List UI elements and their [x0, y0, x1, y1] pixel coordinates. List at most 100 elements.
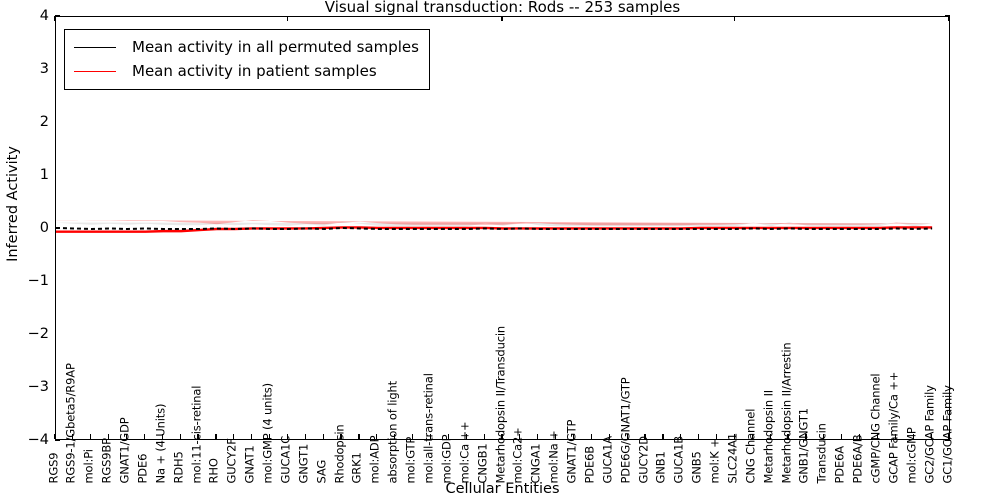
- x-axis-tick-mark: [179, 434, 181, 439]
- x-axis-tick-mark: [304, 434, 306, 439]
- x-axis-tick-mark: [286, 434, 289, 439]
- x-axis-tick-mark: [912, 434, 914, 439]
- x-axis-tick-mark: [429, 434, 432, 439]
- x-axis-tick-mark-top: [501, 16, 503, 21]
- x-axis-tick-mark: [698, 434, 700, 439]
- x-axis-tick-label: Transducin: [814, 422, 829, 483]
- x-axis-tick-label: cGMP/CNG Channel: [868, 373, 883, 483]
- series-svg: [56, 219, 933, 233]
- x-axis-tick-mark: [412, 434, 414, 439]
- x-axis-tick-label: GC2/GCAP Family: [922, 384, 937, 483]
- x-axis-tick-label: mol:GTP: [403, 436, 418, 483]
- x-axis-tick-label: PDE6B: [582, 445, 597, 483]
- x-axis-tick-label: GUCY2F: [224, 437, 239, 483]
- x-axis-tick-label: mol:GMP (4 units): [260, 382, 275, 483]
- x-axis-tick-mark: [501, 434, 503, 439]
- x-axis-tick-mark: [608, 434, 610, 439]
- legend-item: Mean activity in patient samples: [74, 59, 419, 83]
- x-axis-tick-label: GUCA1A: [600, 435, 615, 483]
- page-title: Visual signal transduction: Rods -- 253 …: [324, 0, 681, 16]
- x-axis-tick-label: CNG Channel: [743, 408, 758, 483]
- x-axis-tick-label: SLC24A1: [725, 432, 740, 483]
- x-axis-tick-label: PDE6: [135, 453, 150, 483]
- y-axis-tick-label: −3: [27, 379, 49, 395]
- y-axis-tick-label: 0: [39, 220, 49, 236]
- x-axis-tick-label: CNGB1: [475, 443, 490, 483]
- x-axis-tick-label: mol:11-cis-retinal: [189, 385, 204, 483]
- confidence-band: [56, 219, 933, 226]
- y-axis-tick-label: −4: [27, 432, 49, 448]
- x-axis-tick-mark: [715, 434, 718, 439]
- legend: Mean activity in all permuted samples Me…: [64, 29, 430, 90]
- x-axis-tick-label: GNGT1: [296, 443, 311, 483]
- x-axis-tick-label: mol:K +: [707, 437, 722, 483]
- x-axis-tick-mark: [805, 434, 807, 439]
- x-axis-label: Cellular Entities: [445, 481, 560, 497]
- y-axis-tick-label: 1: [39, 167, 49, 183]
- x-axis-tick-label: mol:ADP: [367, 435, 382, 483]
- x-axis-tick-mark: [572, 434, 575, 439]
- x-axis-tick-label: PDE6A: [832, 445, 847, 484]
- x-axis-tick-mark: [787, 434, 789, 439]
- x-axis-tick-label: mol:Pi: [81, 448, 96, 483]
- x-axis-tick-mark: [662, 434, 664, 439]
- x-axis-tick-label: GNB1/GNGT1: [796, 407, 811, 483]
- x-axis-tick-mark: [733, 434, 736, 439]
- x-axis-tick-label: mol:all-trans-retinal: [421, 372, 436, 483]
- x-axis-tick-mark: [108, 434, 110, 439]
- x-axis-tick-mark: [215, 434, 217, 439]
- x-axis-tick-mark: [268, 434, 271, 439]
- x-axis-tick-label: GNB1: [653, 450, 668, 483]
- legend-line-icon-patient: [74, 70, 116, 72]
- x-axis-tick-label: Metarhodopsin II: [761, 389, 776, 483]
- x-axis-tick-marks-top: [54, 16, 950, 22]
- x-axis-tick-mark-top: [286, 16, 289, 21]
- x-axis-tick-mark-top: [948, 16, 950, 21]
- x-axis-tick-mark-top: [733, 16, 736, 21]
- x-axis-tick-mark: [447, 434, 449, 439]
- x-axis-tick-mark: [823, 434, 825, 439]
- x-axis-tick-mark: [876, 434, 879, 439]
- x-axis-tick-mark: [841, 434, 843, 439]
- x-axis-tick-label: Na + (4 Units): [153, 403, 168, 483]
- x-axis-tick-mark: [930, 434, 932, 439]
- x-axis-tick-mark: [537, 434, 539, 439]
- x-axis-tick-mark: [233, 434, 235, 439]
- x-axis-tick-label: GC1/GCAP Family: [940, 384, 954, 483]
- x-axis-tick-label: SAG: [314, 459, 329, 483]
- x-axis-tick-mark: [376, 434, 378, 439]
- x-axis-tick-label: GNAT1/GDP: [117, 416, 132, 483]
- x-axis-tick-mark: [894, 434, 896, 439]
- x-axis-tick-label: RHO: [206, 457, 221, 483]
- x-axis-tick-label: CNGA1: [528, 443, 543, 483]
- x-axis-tick-mark: [125, 434, 128, 439]
- x-axis-tick-mark: [626, 434, 628, 439]
- x-axis-tick-label: mol:cGMP: [904, 426, 919, 483]
- x-axis-tick-label: mol:Ca2+: [510, 426, 525, 483]
- legend-line-icon-permuted: [74, 46, 116, 48]
- x-axis-tick-mark: [859, 434, 861, 439]
- x-axis-tick-mark: [340, 434, 342, 439]
- x-axis-tick-label: PDE6G/GNAT1/GTP: [618, 376, 633, 483]
- x-axis-tick-mark: [751, 434, 753, 439]
- x-axis-tick-marks: [54, 434, 950, 440]
- series-line-permuted: [56, 226, 933, 231]
- x-axis-tick-mark: [54, 434, 56, 439]
- x-axis-tick-label: mol:Ca ++: [457, 421, 472, 483]
- y-axis-tick-label: −1: [27, 273, 49, 289]
- y-axis-tick-label: 2: [39, 114, 49, 130]
- x-axis-tick-label: GNB5: [689, 450, 704, 483]
- x-axis-tick-label: mol:Na +: [546, 429, 561, 483]
- x-axis-tick-mark: [590, 434, 592, 439]
- legend-label-permuted: Mean activity in all permuted samples: [132, 38, 419, 56]
- x-axis-tick-label: PDE6A/B: [850, 434, 865, 483]
- x-axis-tick-label: GUCA1C: [278, 435, 293, 483]
- x-axis-tick-mark: [555, 434, 557, 439]
- x-axis-tick-label: RGS9: [46, 452, 60, 483]
- x-axis-tick-label: RGS9-1/Gbeta5/R9AP: [63, 362, 78, 483]
- x-axis-tick-label: Metarhodopsin II/Transducin: [493, 325, 507, 483]
- y-axis-tick-label: −2: [27, 326, 49, 342]
